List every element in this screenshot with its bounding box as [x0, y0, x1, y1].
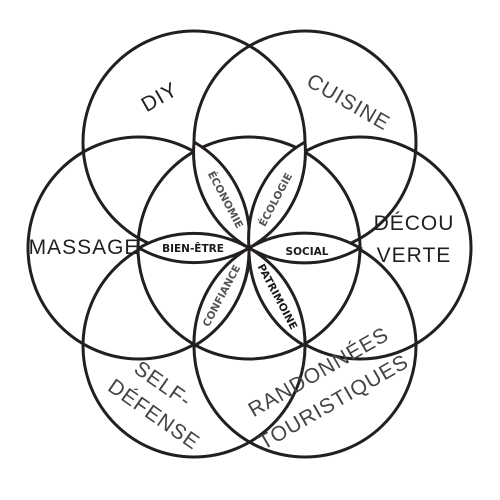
petal-confiance — [192, 245, 251, 349]
label-decouverte-line2: VERTE — [377, 244, 452, 267]
label-bien-etre: BIEN-ÊTRE — [162, 242, 224, 255]
inner-petals — [135, 139, 364, 349]
label-decouverte-line1: DÉCOU — [374, 212, 455, 235]
label-cuisine: CUISINE — [303, 69, 394, 135]
label-social: SOCIAL — [286, 246, 329, 258]
label-diy: DIY — [138, 78, 182, 117]
label-massage: MASSAGE — [29, 236, 140, 259]
petal-social — [245, 231, 364, 265]
petal-patrimoine — [247, 245, 307, 349]
